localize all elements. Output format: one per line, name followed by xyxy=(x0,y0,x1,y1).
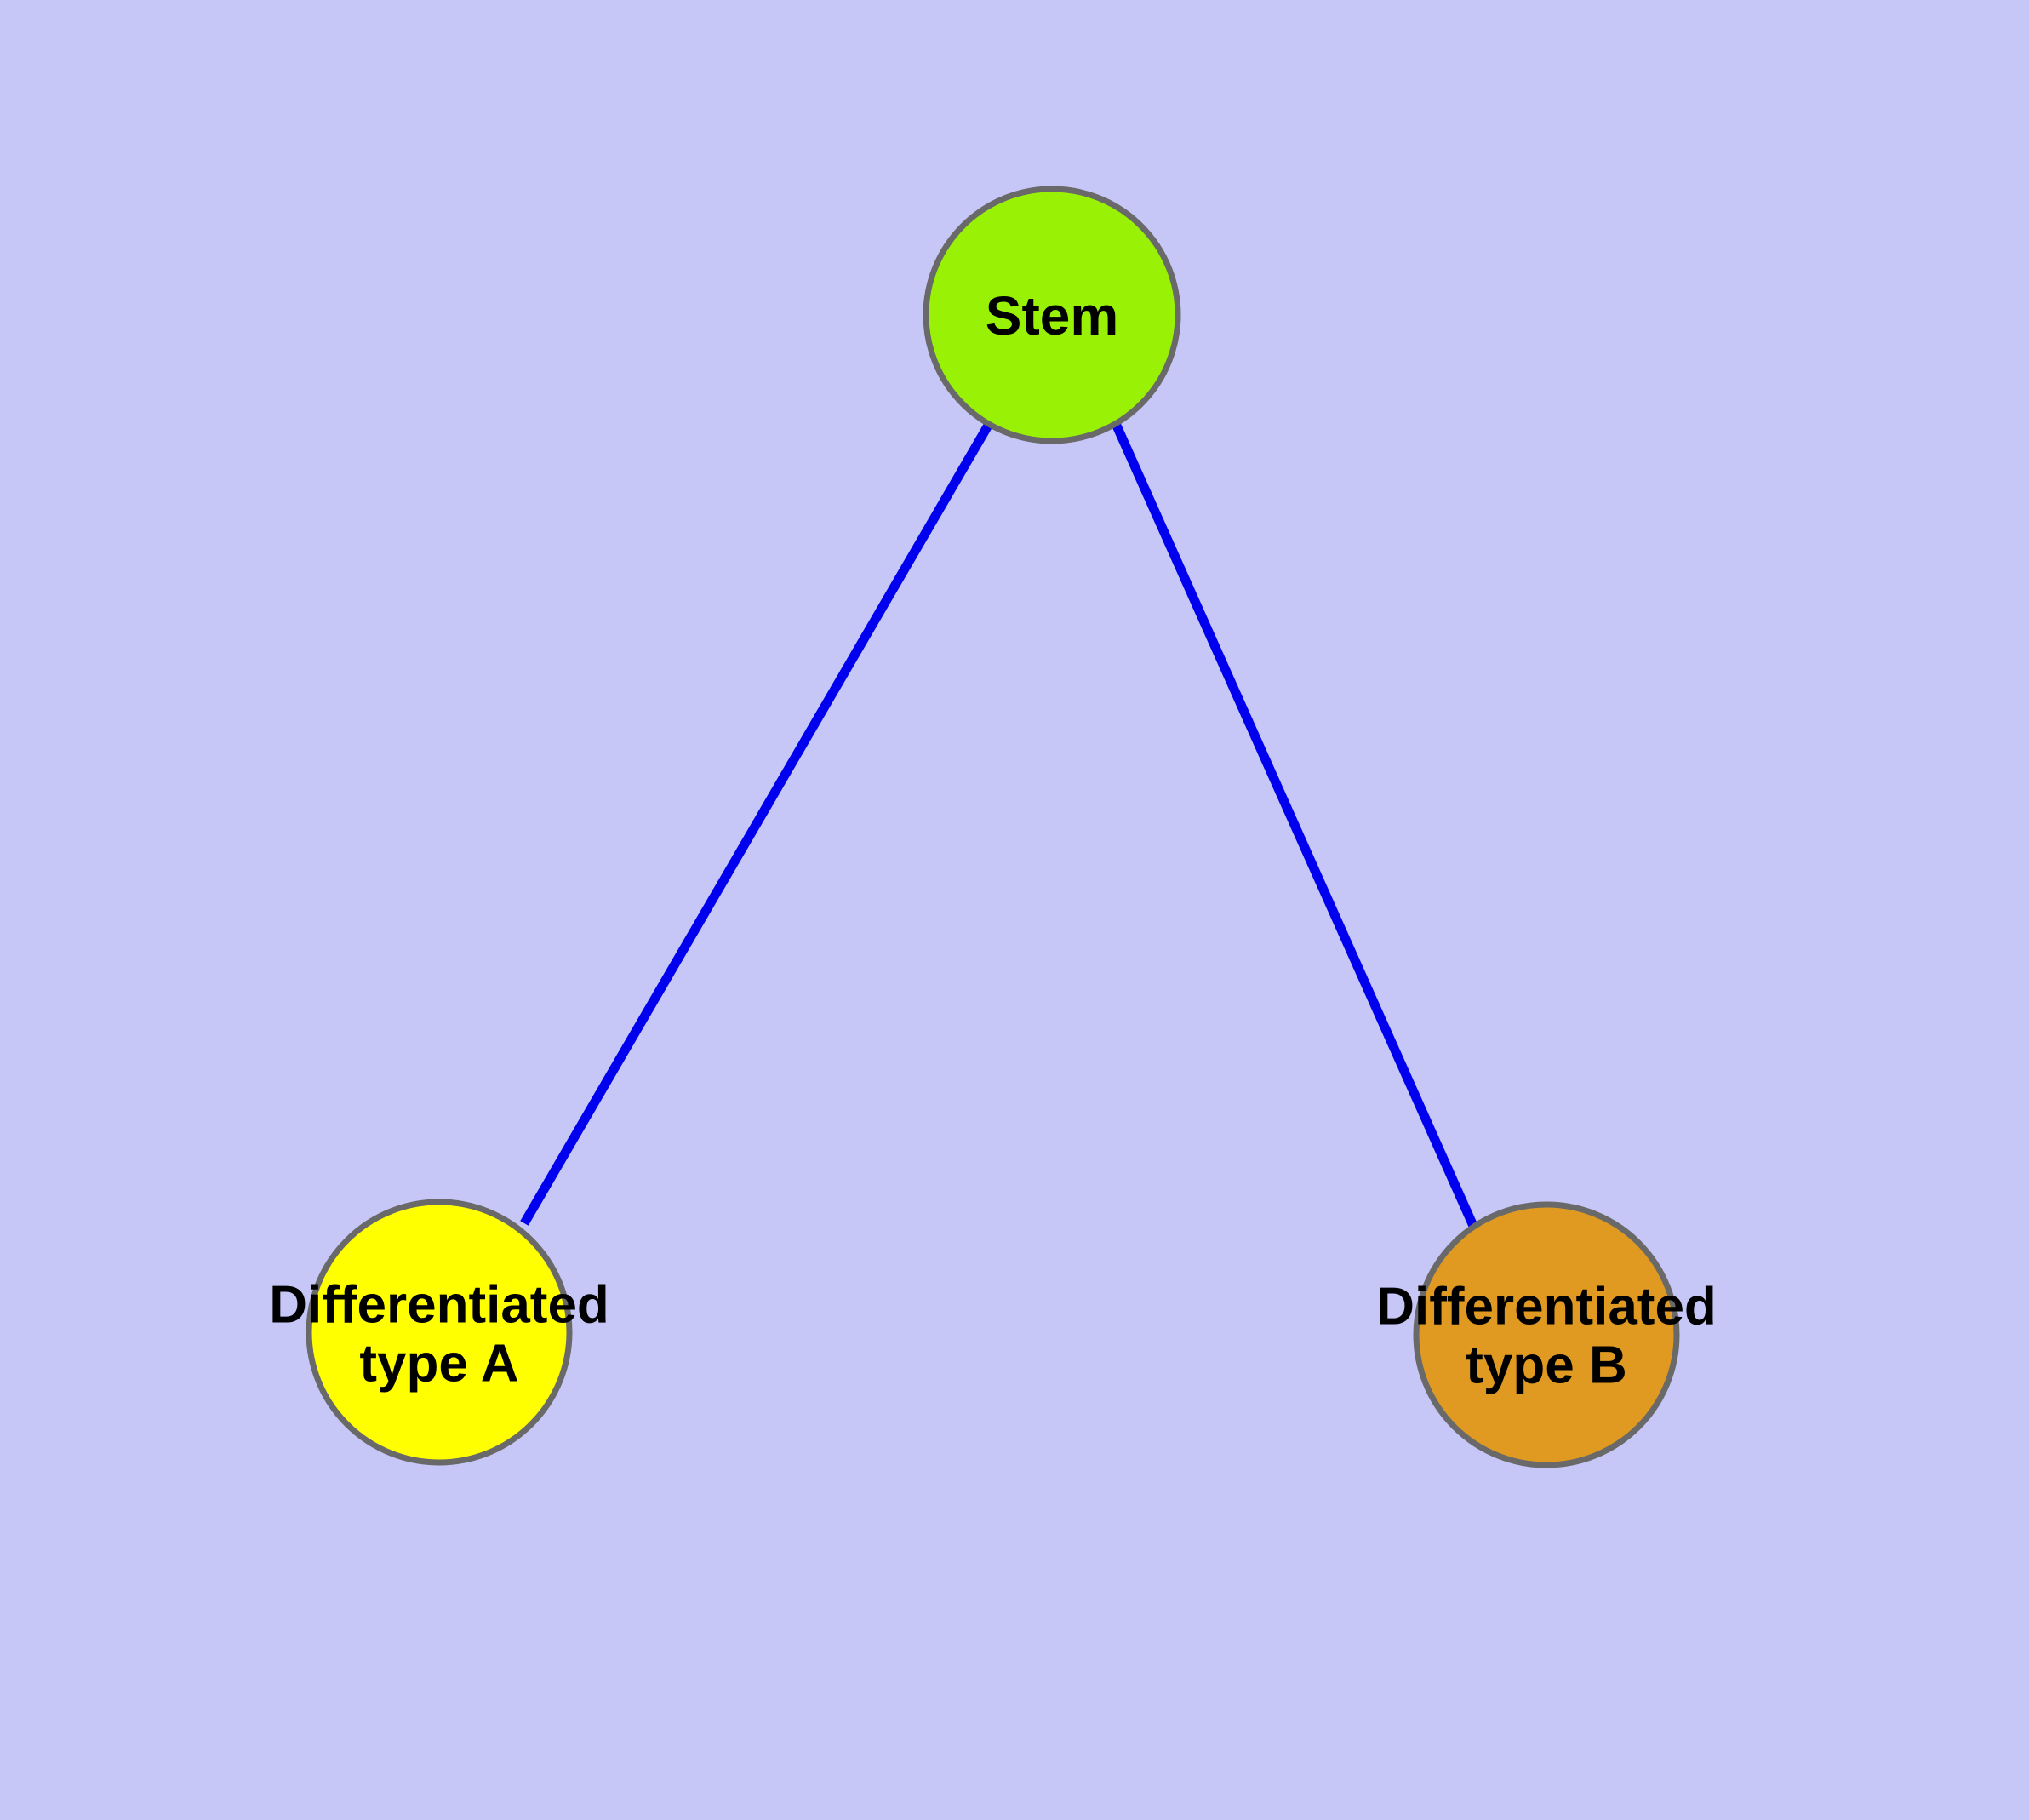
node-diff-b[interactable] xyxy=(1413,1201,1680,1468)
node-layer xyxy=(306,186,1680,1468)
edge-layer xyxy=(520,421,1478,1228)
node-diff-a[interactable] xyxy=(306,1199,573,1466)
edge-stem-to-diff-b[interactable] xyxy=(1112,423,1478,1228)
node-stem[interactable] xyxy=(923,186,1181,444)
edge-stem-to-diff-a[interactable] xyxy=(520,421,993,1226)
